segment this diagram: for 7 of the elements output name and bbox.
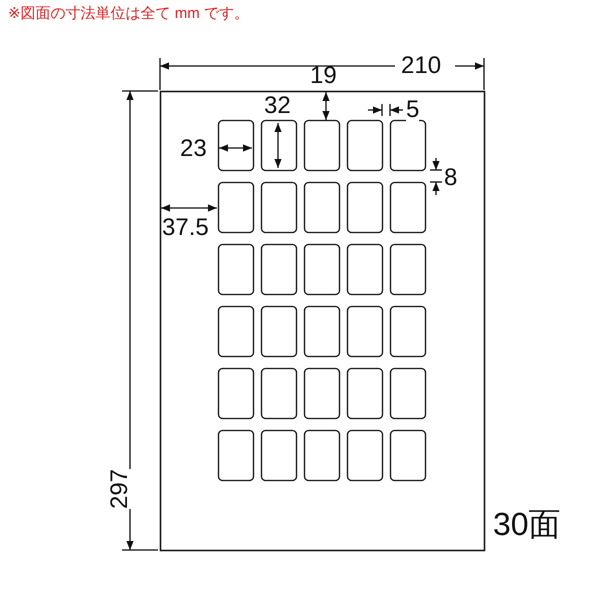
dimension-label: 19 xyxy=(310,64,337,88)
dimension-label: 297 xyxy=(108,468,132,510)
dimension-label: 23 xyxy=(180,137,207,161)
unit-note: ※図面の寸法単位は全て mm です。 xyxy=(8,6,249,21)
dimension-label: 5 xyxy=(406,98,420,122)
dimension-label: 32 xyxy=(264,94,291,118)
label-count: 30面 xyxy=(493,508,561,540)
